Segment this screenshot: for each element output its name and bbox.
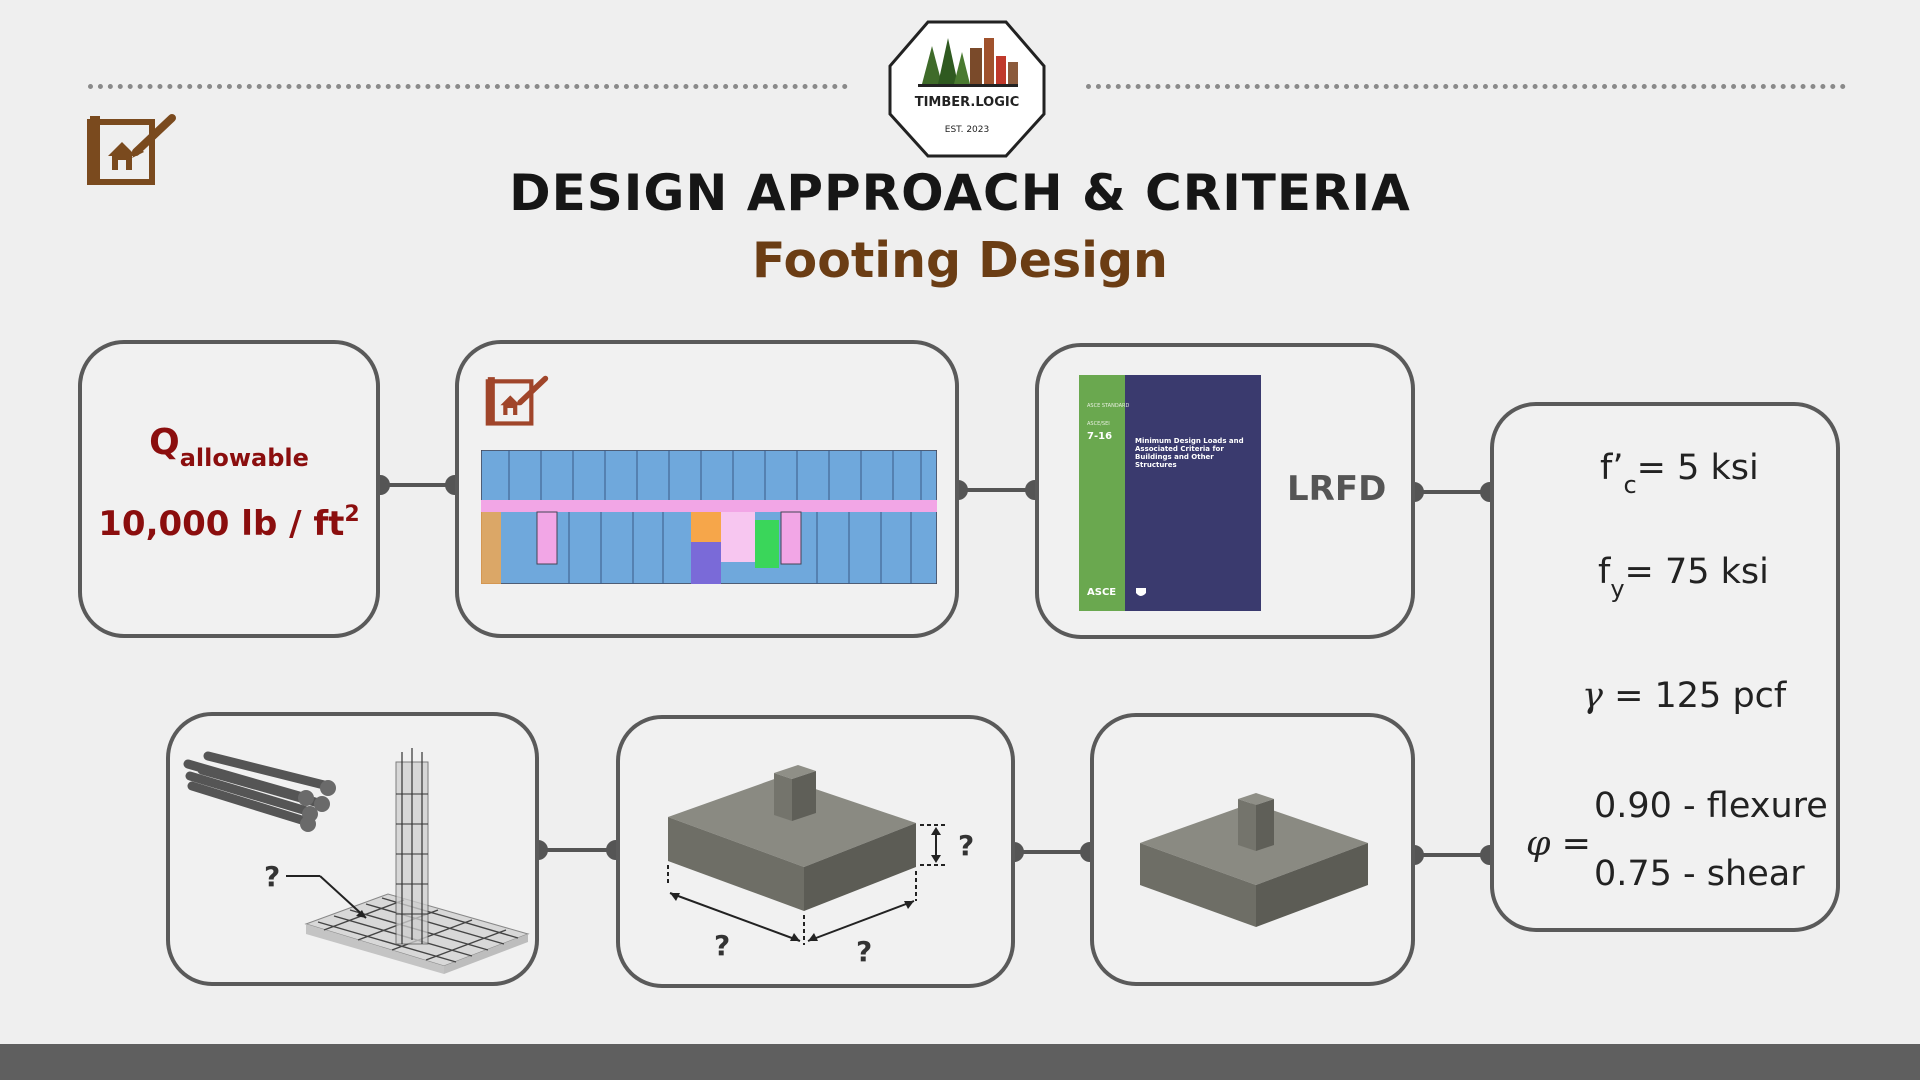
footer-bar <box>0 1044 1920 1080</box>
steel-yield-param: fy= 75 ksi <box>1598 552 1769 603</box>
header-divider-left <box>88 84 848 89</box>
header-divider-right <box>1086 84 1846 89</box>
unit-weight-param: γ = 125 pcf <box>1582 676 1787 716</box>
design-standard-box: ASCE STANDARD ASCE/SEI 7-16 Minimum Desi… <box>1035 343 1415 639</box>
building-floor-plan <box>481 450 937 584</box>
material-parameters-box: f’c= 5 ksi fy= 75 ksi γ = 125 pcf φ = 0.… <box>1490 402 1840 932</box>
page-subtitle: Footing Design <box>752 232 1168 289</box>
reinforcement-box: ? <box>166 712 539 986</box>
cover-title: Minimum Design Loads and Associated Crit… <box>1135 437 1244 469</box>
footing-dimension-diagram: ? ? ? <box>667 765 974 968</box>
blueprint-house-icon <box>485 375 549 426</box>
phi-shear-param: 0.75 - shear <box>1594 854 1805 894</box>
q-allowable-label: Qallowable <box>149 422 309 472</box>
length-unknown: ? <box>714 929 730 962</box>
timber-logic-logo: TIMBER.LOGIC EST. 2023 <box>888 20 1046 158</box>
phi-symbol: φ = <box>1526 824 1591 864</box>
design-method-label: LRFD <box>1287 469 1387 509</box>
logo-brand-text: TIMBER.LOGIC <box>915 95 1020 110</box>
rebar-cage-illustration: ? <box>183 748 530 974</box>
rebar-size-unknown: ? <box>264 860 280 893</box>
cover-standard-number: 7-16 <box>1087 431 1113 442</box>
footing-3d-model <box>1140 793 1368 927</box>
page-title: DESIGN APPROACH & CRITERIA <box>509 164 1411 222</box>
final-footing-box <box>1090 713 1415 986</box>
allowable-bearing-box: Qallowable 10,000 lb / ft2 <box>78 340 380 638</box>
thickness-unknown: ? <box>958 829 974 862</box>
publisher-shield-icon <box>1136 588 1146 596</box>
width-unknown: ? <box>856 935 872 968</box>
cover-series-label: ASCE STANDARD <box>1087 403 1130 409</box>
phi-flexure-param: 0.90 - flexure <box>1594 786 1828 826</box>
concrete-strength-param: f’c= 5 ksi <box>1600 448 1759 499</box>
cover-number-label: ASCE/SEI <box>1087 421 1110 427</box>
cover-publisher: ASCE <box>1087 587 1117 598</box>
footing-dimensions-box: ? ? ? <box>616 715 1015 988</box>
logo-est-text: EST. 2023 <box>945 125 989 135</box>
q-allowable-value: 10,000 lb / ft2 <box>98 502 360 544</box>
blueprint-house-icon <box>87 114 176 185</box>
floor-plan-box <box>455 340 959 638</box>
asce-7-16-cover: ASCE STANDARD ASCE/SEI 7-16 Minimum Desi… <box>1079 375 1261 611</box>
